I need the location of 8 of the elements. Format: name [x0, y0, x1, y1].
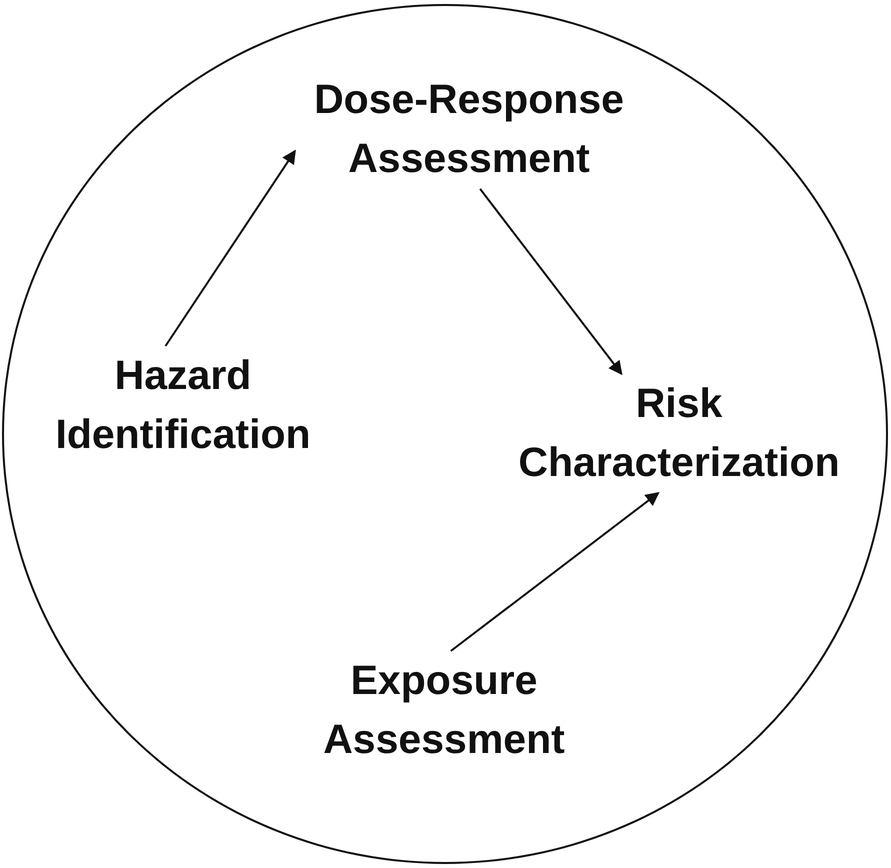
step-label: Hazard Identification [8, 346, 358, 465]
arrow [450, 492, 660, 652]
step-label: Risk Characterization [474, 374, 884, 493]
step-label: Dose-Response Assessment [284, 70, 654, 189]
step-label: Exposure Assessment [274, 651, 614, 770]
circle-outline [2, 4, 888, 864]
arrow [164, 150, 296, 347]
arrow [479, 188, 622, 376]
